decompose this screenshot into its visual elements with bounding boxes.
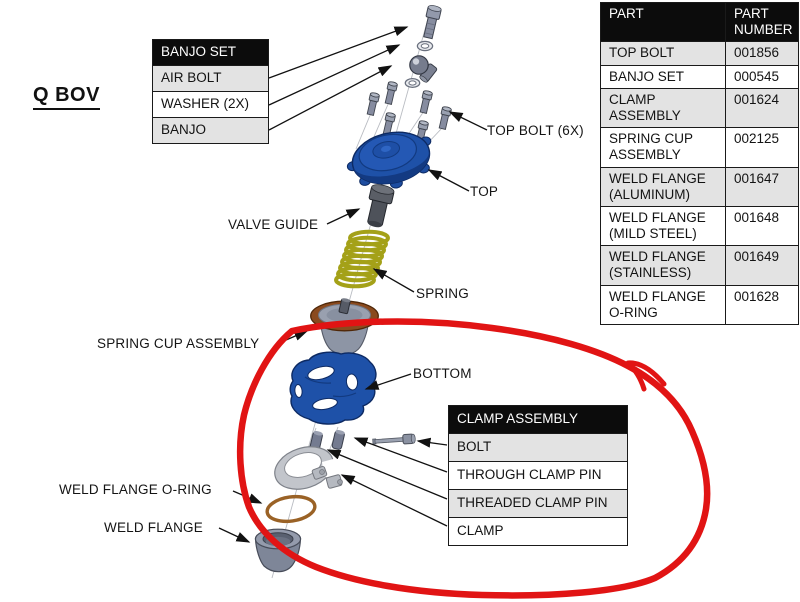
banjo-set-table: BANJO SET AIR BOLT WASHER (2X) BANJO [152,39,269,144]
banjo-set-header: BANJO SET [152,39,269,66]
clamp-assembly-table: CLAMP ASSEMBLY BOLT THROUGH CLAMP PIN TH… [448,405,628,546]
banjo-row-air-bolt: AIR BOLT [152,65,269,92]
spring-part [334,229,390,289]
table-row: WELD FLANGE (STAINLESS)001649 [600,245,799,286]
clamp-part [274,446,356,490]
label-top-bolt: TOP BOLT (6X) [487,123,584,138]
clamp-bolt-part [372,433,416,445]
weld-flange-part [254,528,302,573]
table-row: WELD FLANGE (ALUMINUM)001647 [600,166,799,207]
clamp-row-clamp: CLAMP [448,517,628,546]
label-bottom: BOTTOM [413,366,472,381]
label-weld-flange-oring: WELD FLANGE O-RING [59,482,212,497]
parts-col-number: PART NUMBER [725,1,799,43]
clamp-row-bolt: BOLT [448,433,628,462]
label-top: TOP [470,184,499,199]
clamp-assembly-header: CLAMP ASSEMBLY [448,405,628,434]
parts-col-part: PART [600,1,726,43]
banjo-row-banjo: BANJO [152,117,269,144]
clamp-row-threaded-pin: THREADED CLAMP PIN [448,489,628,518]
bottom-part [289,351,377,425]
banjo-row-washer: WASHER (2X) [152,91,269,118]
leader-arrows [218,26,488,543]
red-annotation-circle [236,318,711,599]
table-row: WELD FLANGE (MILD STEEL)001648 [600,205,799,247]
valve-guide-part [367,184,395,228]
page-title: Q BOV [33,84,100,110]
top-bolts-part [366,81,452,144]
air-bolt-part [423,5,442,40]
label-weld-flange: WELD FLANGE [104,520,203,535]
top-cap-part [346,131,432,189]
banjo-part [409,55,438,83]
label-spring: SPRING [416,286,469,301]
label-valve-guide: VALVE GUIDE [228,217,319,232]
washer-part [404,40,434,89]
clamp-row-through-pin: THROUGH CLAMP PIN [448,461,628,490]
label-spring-cup: SPRING CUP ASSEMBLY [97,336,260,351]
oring-part [265,494,317,524]
